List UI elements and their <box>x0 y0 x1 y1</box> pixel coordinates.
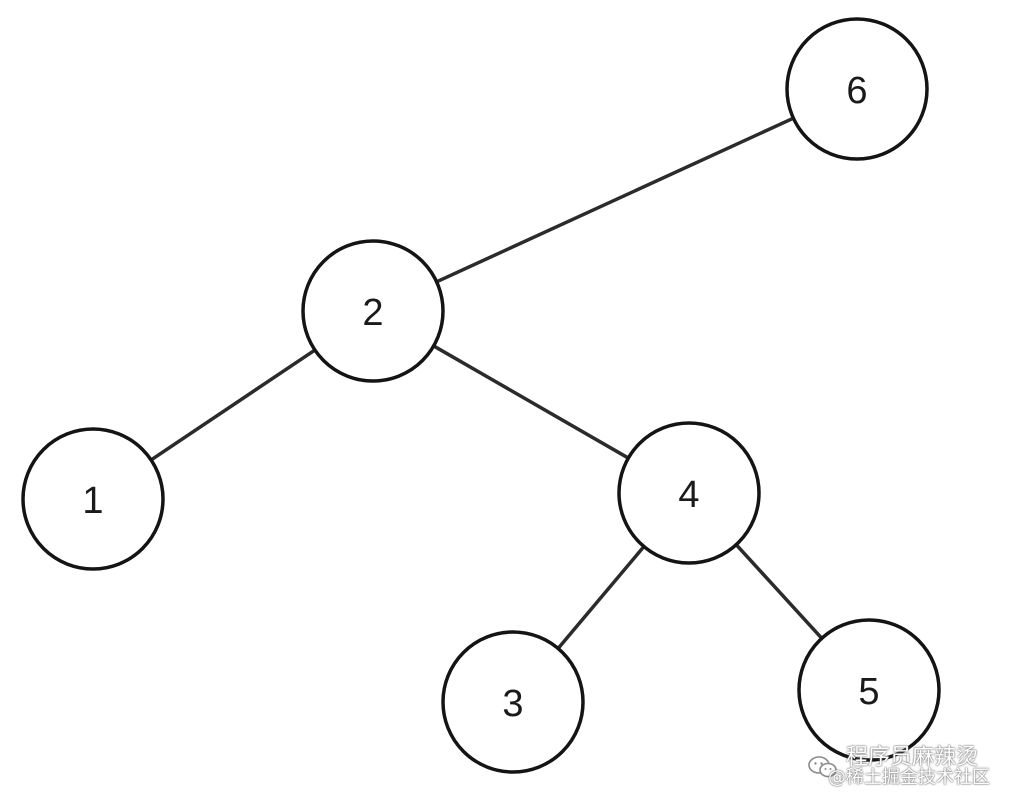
tree-edges <box>149 116 824 651</box>
tree-node-1: 1 <box>21 427 165 571</box>
edge-2-1 <box>149 348 317 462</box>
watermark: 程序员麻辣烫 @稀土掘金技术社区 <box>808 746 990 788</box>
node-label-6: 6 <box>846 70 867 112</box>
watermark-platform: @稀土掘金技术社区 <box>828 767 990 789</box>
node-circle-5 <box>797 618 941 762</box>
tree-node-3: 3 <box>441 630 585 774</box>
edge-4-5 <box>734 542 824 641</box>
node-label-3: 3 <box>502 683 523 725</box>
node-circle-1 <box>21 427 165 571</box>
edge-6-2 <box>434 116 796 284</box>
node-label-2: 2 <box>362 292 383 334</box>
node-label-4: 4 <box>678 474 699 516</box>
node-circle-2 <box>301 239 445 383</box>
tree-node-4: 4 <box>617 421 761 565</box>
tree-nodes: 6 2 1 4 3 5 <box>21 17 941 774</box>
node-circle-6 <box>785 17 929 161</box>
wechat-icon <box>808 756 837 778</box>
node-label-1: 1 <box>82 480 103 522</box>
tree-node-6: 6 <box>785 17 929 161</box>
edge-2-4 <box>431 344 631 460</box>
node-label-5: 5 <box>858 671 879 713</box>
edge-4-3 <box>556 544 646 651</box>
node-circle-4 <box>617 421 761 565</box>
watermark-author: 程序员麻辣烫 <box>846 745 979 771</box>
tree-node-2: 2 <box>301 239 445 383</box>
node-circle-3 <box>441 630 585 774</box>
tree-node-5: 5 <box>797 618 941 762</box>
